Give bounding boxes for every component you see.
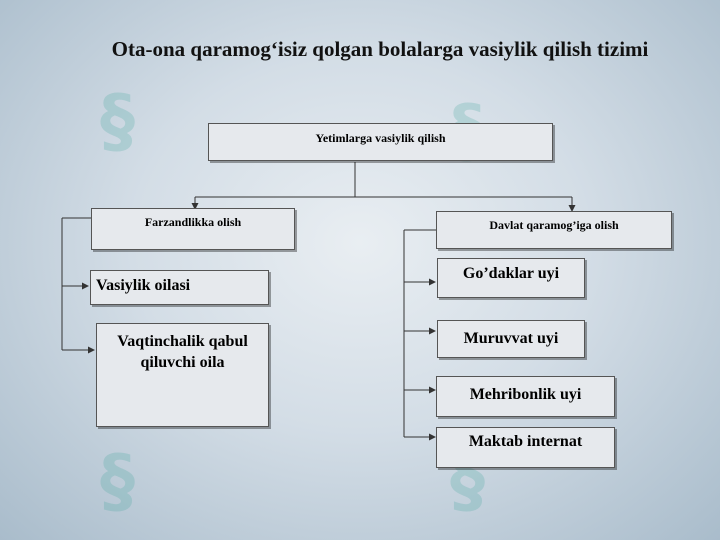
node-mehribonlik-uyi: Mehribonlik uyi bbox=[436, 376, 615, 417]
root-node: Yetimlarga vasiylik qilish bbox=[208, 123, 553, 161]
node-farzandlikka-olish: Farzandlikka olish bbox=[91, 208, 295, 250]
page-title: Ota-ona qaramog‘isiz qolgan bolalarga va… bbox=[111, 37, 649, 61]
watermark-logo: § bbox=[100, 440, 135, 522]
node-maktab-internat: Maktab internat bbox=[436, 427, 615, 468]
node-vasiylik-oilasi: Vasiylik oilasi bbox=[90, 270, 269, 305]
node-vaqtinchalik-qabul-qiluvchi-oila: Vaqtinchalik qabul qiluvchi oila bbox=[96, 323, 269, 427]
node-godaklar-uyi: Go’daklar uyi bbox=[437, 258, 585, 298]
watermark-logo: § bbox=[100, 80, 135, 162]
node-muruvvat-uyi: Muruvvat uyi bbox=[437, 320, 585, 358]
node-davlat-qaramogiga-olish: Davlat qaramog’iga olish bbox=[436, 211, 672, 249]
